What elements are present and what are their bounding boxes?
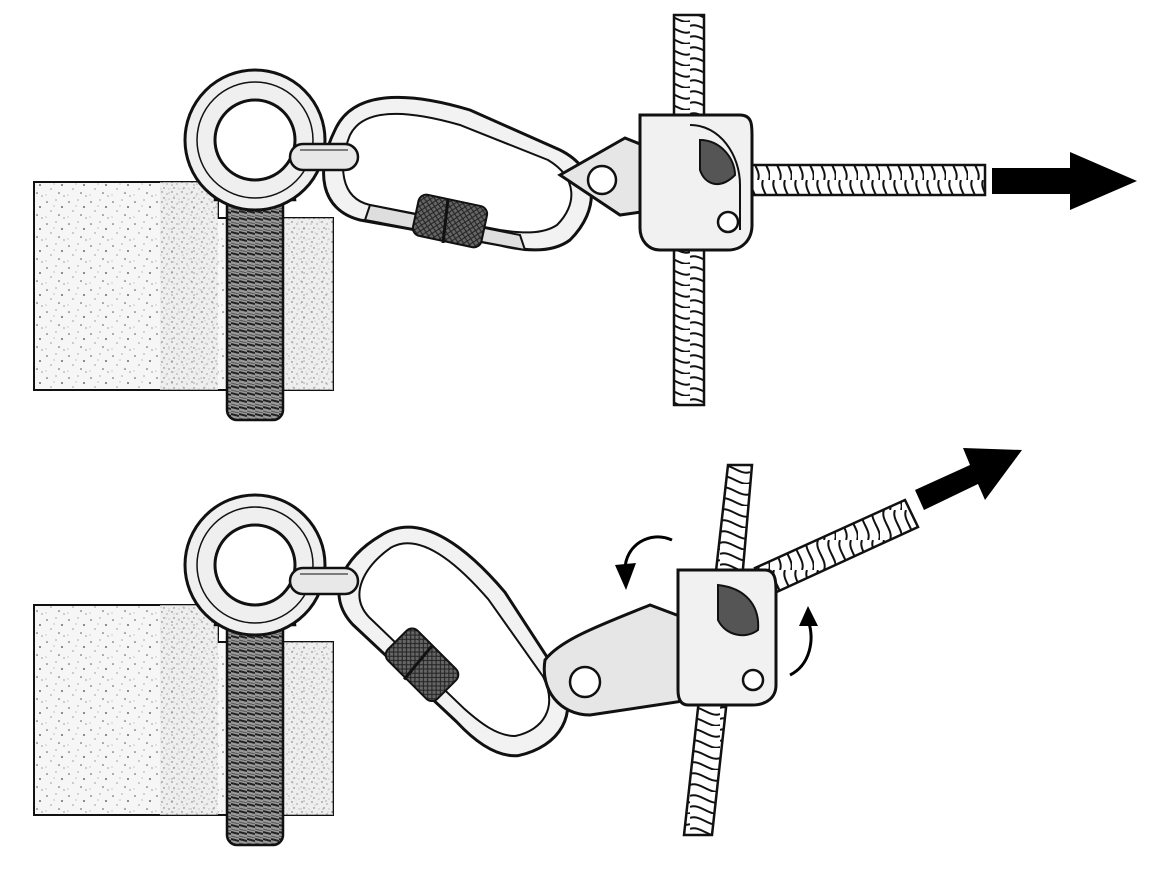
pull-arrow-up-right-icon xyxy=(915,448,1022,510)
screw-link xyxy=(288,142,360,172)
diagonal-rope xyxy=(753,498,920,598)
rotate-counter-clockwise-icon xyxy=(615,535,673,590)
panel-top xyxy=(33,13,1137,422)
rope-clamp xyxy=(542,568,778,717)
pull-arrow-right-icon xyxy=(992,152,1137,210)
concrete-block xyxy=(33,604,334,816)
panel-bottom xyxy=(33,448,1022,847)
rotate-clockwise-icon xyxy=(789,606,818,677)
horizontal-rope xyxy=(738,163,987,197)
rope-clamp xyxy=(557,113,754,252)
screw-link xyxy=(288,566,360,596)
concrete-block xyxy=(33,181,334,391)
carabiner xyxy=(322,95,593,252)
carabiner xyxy=(337,525,570,758)
